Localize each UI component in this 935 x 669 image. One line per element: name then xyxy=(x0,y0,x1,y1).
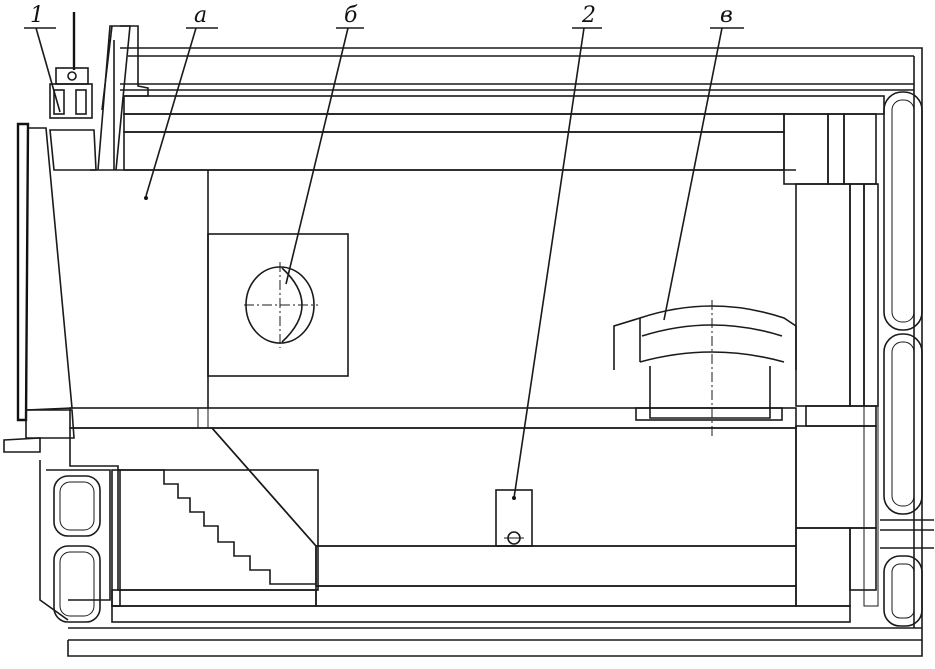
burner-block xyxy=(613,300,797,436)
callout-b-label: б xyxy=(344,3,358,28)
top-insulation-layer xyxy=(123,113,785,133)
top-steel-plate xyxy=(123,95,885,115)
left-door xyxy=(3,122,97,453)
right-rollers xyxy=(880,91,934,627)
working-chamber xyxy=(69,169,797,429)
door-lift-mechanism xyxy=(49,12,93,119)
stepped-lining xyxy=(69,427,319,591)
callout-v-label: в xyxy=(720,3,733,28)
right-wall xyxy=(783,113,879,607)
outer-frame xyxy=(67,47,923,657)
callout-a-label: а xyxy=(194,3,207,28)
top-refractory-layer xyxy=(123,131,785,171)
callout-2-label: 2 xyxy=(581,3,596,28)
hearth-bottom xyxy=(111,469,851,623)
leader-lines xyxy=(24,27,744,500)
callout-1-label: 1 xyxy=(30,3,44,28)
viewing-window xyxy=(207,233,349,377)
left-column xyxy=(97,25,149,171)
bottom-left-support xyxy=(39,460,111,623)
